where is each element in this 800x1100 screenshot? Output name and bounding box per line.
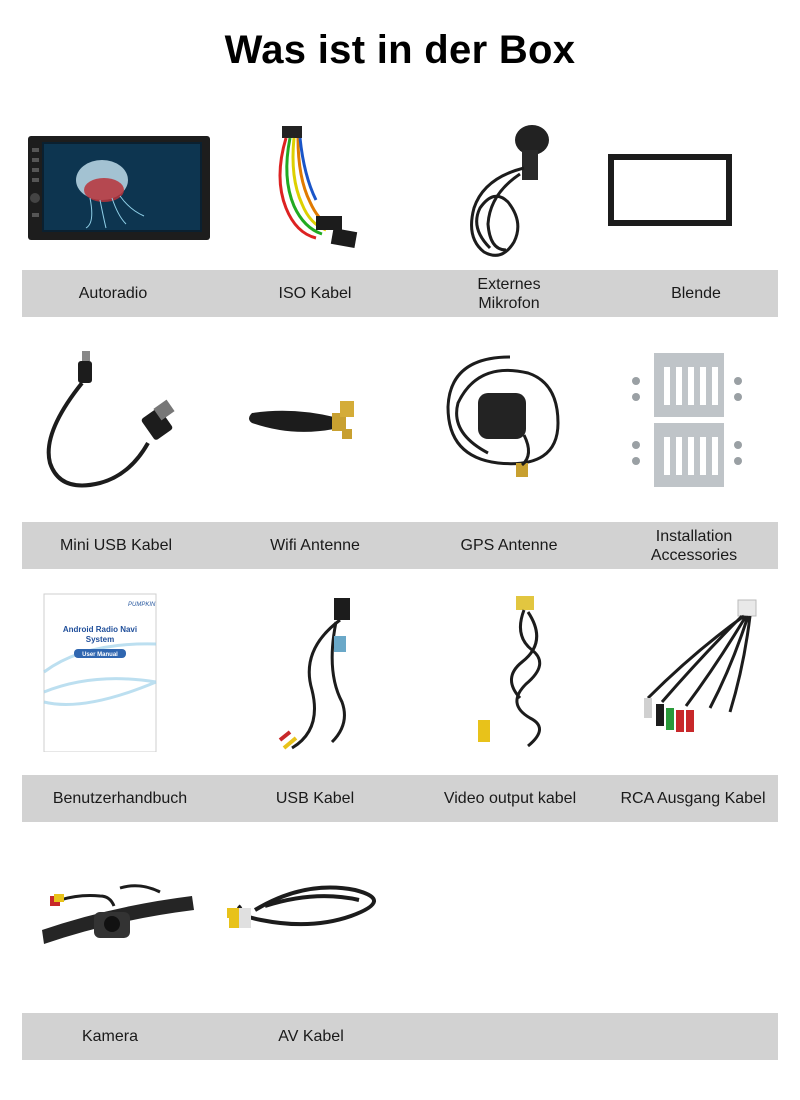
label-blende: Blende [671,285,721,302]
video-output-kabel-image [440,592,630,748]
label-installation-accessories: Installation Accessories [650,527,738,564]
iso-kabel-image [220,118,410,268]
installation-accessories-image [610,345,800,495]
kamera-image [30,860,220,1010]
label-bar-row-3: Benutzerhandbuch USB Kabel Video output … [22,775,778,822]
product-images-row-3: PUMPKIN Android Radio Navi System User M… [0,592,800,752]
benutzerhandbuch-image: PUMPKIN Android Radio Navi System User M… [40,592,230,752]
label-video-output-kabel: Video output kabel [443,790,577,807]
autoradio-image [20,118,210,268]
label-usb-kabel: USB Kabel [275,790,355,807]
label-iso-kabel: ISO Kabel [278,285,352,302]
manual-badge: User Manual [82,652,118,658]
label-kamera: Kamera [81,1028,139,1045]
product-images-row-1 [0,118,800,268]
usb-kabel-image [250,592,440,750]
product-images-row-4 [0,860,800,1010]
label-av-kabel: AV Kabel [278,1028,344,1045]
label-externes-mikrofon: Externes Mikrofon [477,275,541,312]
label-gps-antenne: GPS Antenne [460,537,558,554]
label-bar-row-2: Mini USB Kabel Wifi Antenne GPS Antenne … [22,522,778,569]
page-title: Was ist in der Box [224,28,576,72]
label-rca-ausgang-kabel: RCA Ausgang Kabel [620,790,766,807]
label-wifi-antenne: Wifi Antenne [270,537,360,554]
wifi-antenne-image [220,345,410,495]
manual-heading-line-2: System [86,635,114,644]
gps-antenne-image [420,345,610,495]
product-images-row-2 [0,345,800,495]
label-bar-row-4: Kamera AV Kabel [22,1013,778,1060]
svg-text:PUMPKIN: PUMPKIN [128,602,156,608]
label-benutzerhandbuch: Benutzerhandbuch [52,790,188,807]
mikrofon-image [420,118,610,268]
blende-image [600,118,790,268]
av-kabel-image [215,860,405,1010]
manual-heading-line-1: Android Radio Navi [63,625,137,634]
rca-ausgang-kabel-image [610,592,800,742]
mini-usb-kabel-image [20,345,210,495]
label-mini-usb-kabel: Mini USB Kabel [59,537,173,554]
label-bar-row-1: Autoradio ISO Kabel Externes Mikrofon Bl… [22,270,778,317]
label-autoradio: Autoradio [78,285,148,302]
